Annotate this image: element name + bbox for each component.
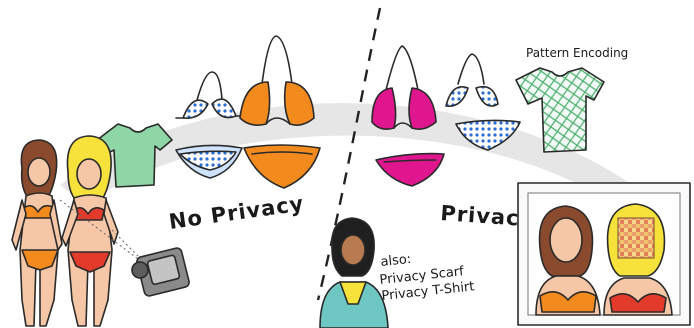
camera-icon (132, 247, 190, 297)
dotted-bikini-top-icon (176, 72, 242, 118)
pattern-encoding-label: Pattern Encoding (526, 46, 628, 60)
person-blonde-figure (62, 136, 118, 326)
encoded-bikini-top-icon (446, 54, 498, 106)
no-privacy-label: No Privacy (167, 191, 305, 234)
also-title: also: (380, 252, 412, 270)
person-brunette-figure (12, 140, 62, 326)
pixelated-face (618, 218, 654, 258)
person-scarf-figure (320, 218, 388, 328)
photo-frame (518, 183, 690, 325)
orange-bikini-bottom-icon (244, 145, 320, 188)
magenta-bikini-bottom-icon (376, 154, 444, 186)
dotted-bikini-bottom-icon (176, 145, 242, 178)
